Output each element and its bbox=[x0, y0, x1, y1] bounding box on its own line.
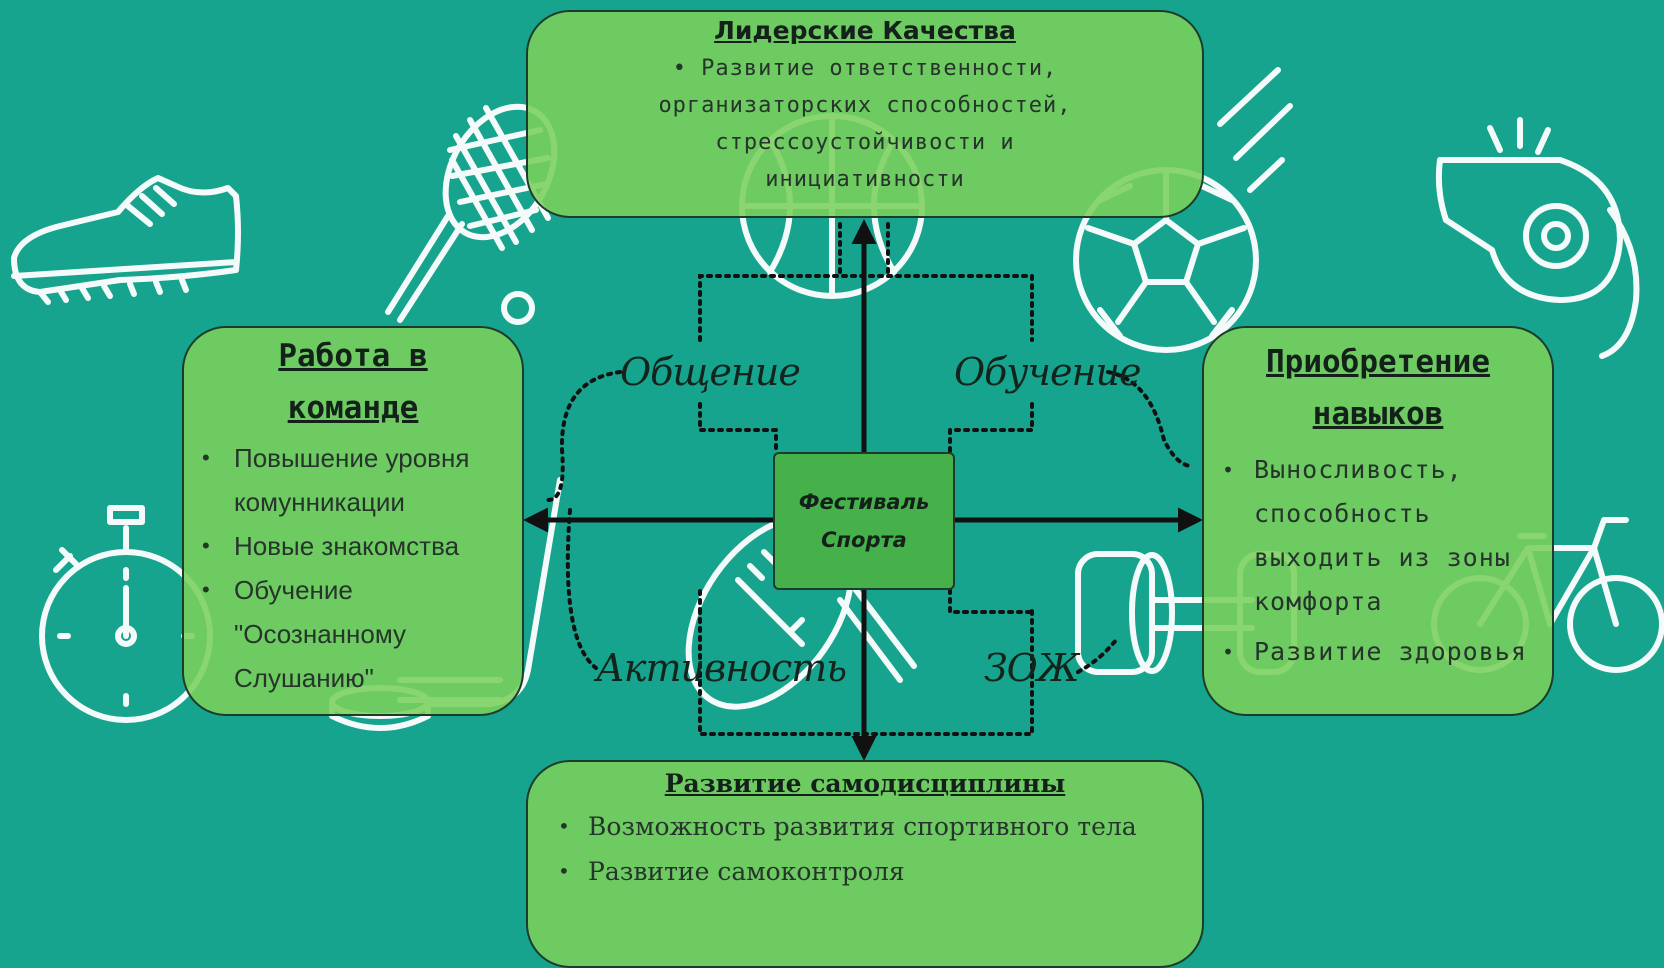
connector-label-top-right: Обучение bbox=[954, 350, 1142, 394]
box-teamwork-list: Повышение уровня комунникации Новые знак… bbox=[184, 436, 522, 700]
connector-label-bottom-left: Активность bbox=[596, 646, 847, 690]
center-node-line: Спорта bbox=[821, 528, 907, 552]
box-self-discipline: Развитие самодисциплины Возможность разв… bbox=[526, 760, 1204, 968]
box-self-discipline-title: Развитие самодисциплины bbox=[664, 769, 1066, 798]
list-item: Выносливость, способность выходить из зо… bbox=[1204, 448, 1552, 624]
box-leadership-line: инициативности bbox=[765, 167, 965, 192]
motion-lines-icon bbox=[1217, 67, 1293, 193]
sneaker-icon bbox=[11, 175, 241, 305]
list-item: Развитие самоконтроля bbox=[528, 851, 1202, 892]
box-teamwork: Работа в команде Повышение уровня комунн… bbox=[182, 326, 524, 716]
list-item: Возможность развития спортивного тела bbox=[528, 806, 1202, 847]
list-item: Новые знакомства bbox=[184, 524, 522, 568]
box-leadership-line: организаторских способностей, bbox=[658, 93, 1072, 118]
list-item: Развитие здоровья bbox=[1204, 630, 1552, 674]
connector-label-top-left: Общение bbox=[620, 350, 801, 394]
box-skills: Приобретение навыков Выносливость, спосо… bbox=[1202, 326, 1554, 716]
box-leadership-line: стрессоустойчивости и bbox=[715, 130, 1015, 155]
box-teamwork-title-line: Работа в bbox=[278, 338, 428, 374]
box-leadership-title: Лидерские Качества bbox=[714, 16, 1016, 45]
box-teamwork-title-line: команде bbox=[287, 390, 419, 426]
tennis-racket-icon bbox=[385, 103, 558, 323]
box-skills-title-line: навыков bbox=[1312, 396, 1444, 432]
box-leadership-body: • Развитие ответственности, организаторс… bbox=[528, 50, 1202, 198]
center-node-line: Фестиваль bbox=[798, 490, 930, 514]
list-item: Обучение "Осознанному Слушанию" bbox=[184, 568, 522, 700]
box-self-discipline-list: Возможность развития спортивного тела Ра… bbox=[528, 806, 1202, 892]
center-node: Фестиваль Спорта bbox=[773, 452, 955, 590]
box-skills-list: Выносливость, способность выходить из зо… bbox=[1204, 448, 1552, 674]
dotted-frame-top bbox=[698, 274, 1034, 342]
connector-label-bottom-right: ЗОЖ bbox=[984, 646, 1080, 690]
tennis-ball-icon bbox=[501, 291, 535, 325]
dotted-frame-bottom bbox=[698, 608, 1034, 736]
whistle-icon bbox=[1435, 117, 1640, 359]
list-item: Повышение уровня комунникации bbox=[184, 436, 522, 524]
box-leadership: Лидерские Качества • Развитие ответствен… bbox=[526, 10, 1204, 218]
box-skills-title-line: Приобретение bbox=[1266, 344, 1490, 380]
box-leadership-line: • Развитие ответственности, bbox=[672, 56, 1058, 81]
